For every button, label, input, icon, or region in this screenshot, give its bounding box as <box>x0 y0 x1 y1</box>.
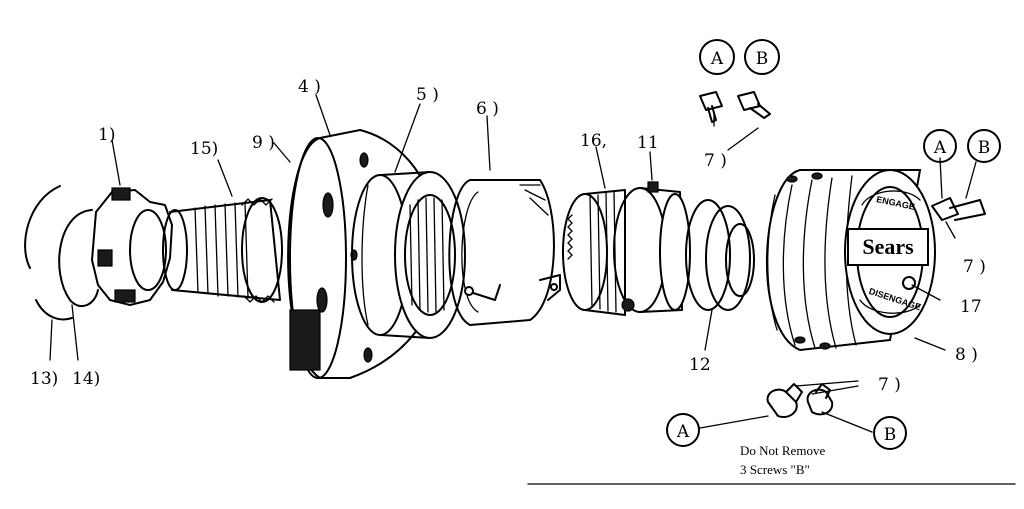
callout-11: 11 <box>637 133 659 153</box>
circle-a-right: A <box>923 129 957 163</box>
spline-gear-16 <box>562 189 626 316</box>
knob-brand-label: Sears <box>862 234 914 259</box>
svg-text:A: A <box>933 138 947 158</box>
callout-13: 13) <box>30 369 58 389</box>
svg-text:B: B <box>978 138 991 158</box>
clutch-11 <box>613 181 691 313</box>
screw-a-top <box>699 91 723 123</box>
callout-8: 8 ) <box>955 345 978 365</box>
svg-text:A: A <box>676 422 690 442</box>
circle-a-bottom: A <box>666 413 700 447</box>
snap-ring-13 <box>24 185 73 321</box>
circle-b-right: B <box>967 129 1001 163</box>
knob-body-8 <box>766 169 936 352</box>
callout-7-bottom: 7 ) <box>878 375 901 395</box>
leader-lines <box>49 94 1016 485</box>
hub-flange-4 <box>287 128 442 379</box>
callout-7-right: 7 ) <box>963 257 986 277</box>
callout-1: 1) <box>98 125 115 145</box>
circle-a-top: A <box>699 39 735 75</box>
callout-15: 15) <box>190 139 218 159</box>
callout-14: 14) <box>72 369 100 389</box>
spring-12 <box>685 199 755 311</box>
screw-b-top <box>737 91 771 119</box>
callout-12: 12 <box>689 355 711 375</box>
screw-b-bottom <box>806 383 834 416</box>
note-line-2: 3 Screws "B" <box>740 462 810 477</box>
callout-9: 9 ) <box>252 133 275 153</box>
snap-ring-14 <box>58 209 99 308</box>
screw-right <box>931 197 986 221</box>
screw-a-bottom <box>766 383 803 418</box>
callout-7-top: 7 ) <box>704 151 727 171</box>
spline-shaft-15 <box>162 197 283 303</box>
callout-4: 4 ) <box>298 77 321 97</box>
callout-16: 16, <box>580 131 607 151</box>
svg-text:B: B <box>756 49 769 69</box>
svg-text:A: A <box>710 49 724 69</box>
callout-17: 17 <box>960 297 982 317</box>
svg-text:B: B <box>884 425 897 445</box>
callout-5: 5 ) <box>416 85 439 105</box>
retainer-6 <box>448 179 561 326</box>
callout-6: 6 ) <box>476 99 499 119</box>
spline-sleeve-5 <box>351 171 466 339</box>
note-line-1: Do Not Remove <box>740 443 825 458</box>
circle-b-bottom: B <box>873 416 907 450</box>
circle-b-top: B <box>744 39 780 75</box>
lock-nut-1 <box>91 187 173 306</box>
